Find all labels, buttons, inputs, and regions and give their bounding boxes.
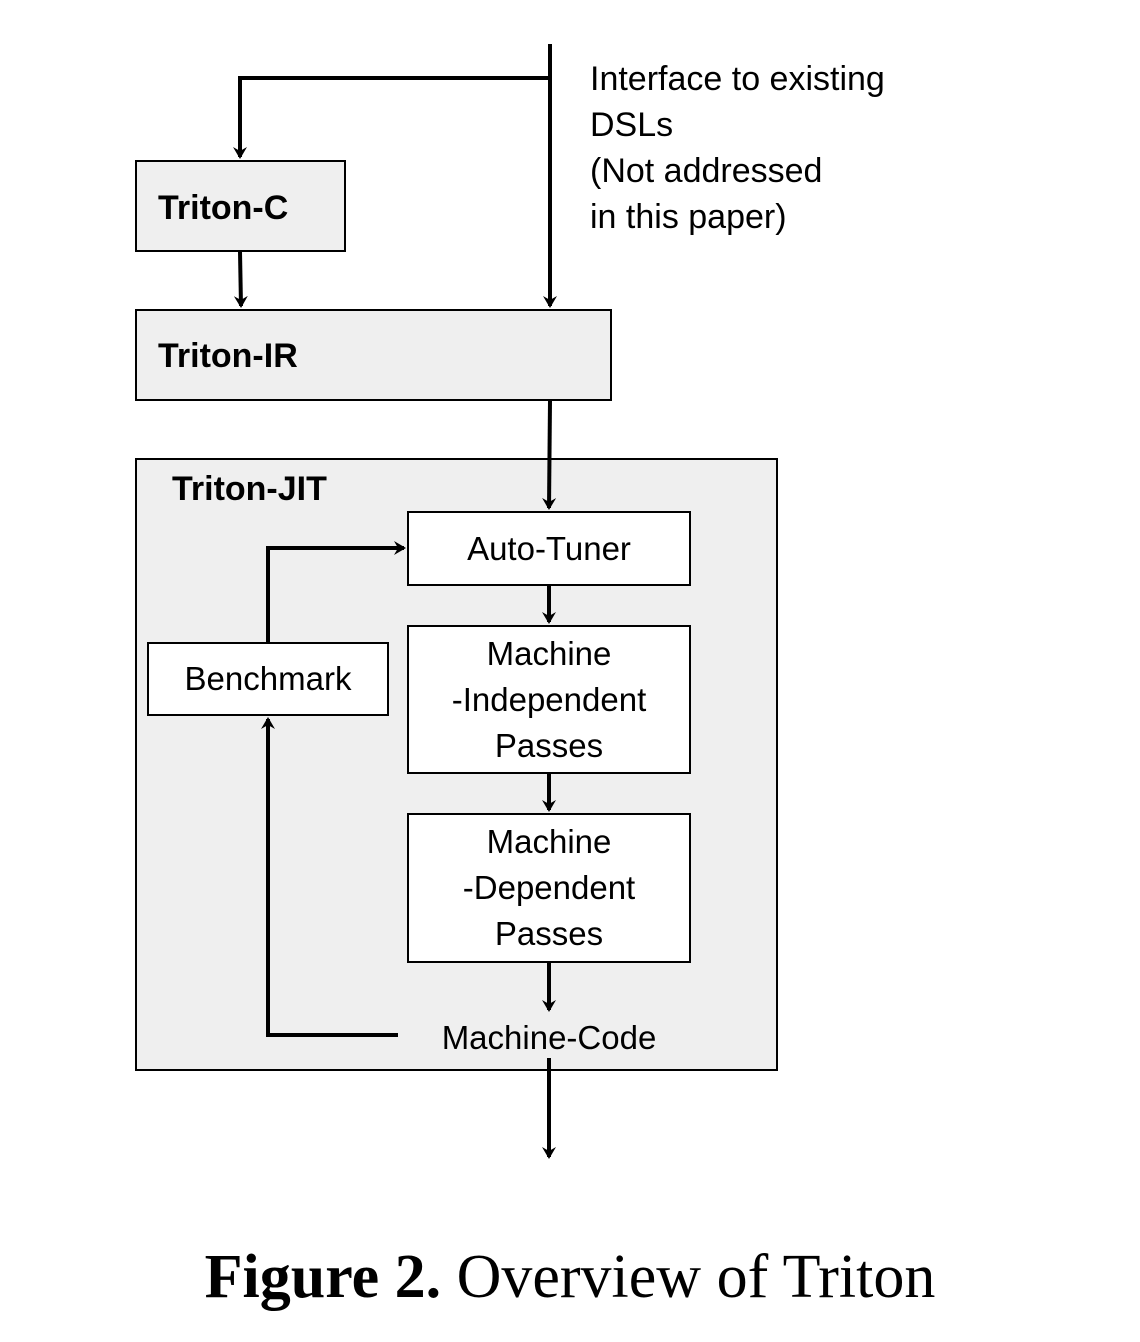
auto-tuner-node <box>407 511 691 586</box>
note-line-2: DSLs <box>590 106 674 144</box>
machine-independent-line-3: Passes <box>494 727 604 764</box>
edge-triton-c-to-triton-ir <box>233 251 248 308</box>
edge-input-to-triton-c <box>233 76 550 159</box>
figure-caption: Figure 2. Overview of Triton <box>0 1240 1140 1314</box>
triton-c-label: Triton-C <box>158 189 289 227</box>
note-line-1: Interface to existing <box>590 60 885 98</box>
triton-jit-label: Triton-JIT <box>172 470 327 508</box>
triton-c-node <box>135 160 346 252</box>
machine-dependent-line-3: Passes <box>494 915 604 952</box>
machine-independent-label: Machine -Independent Passes <box>407 631 691 769</box>
caption-label: Figure 2. <box>204 1243 442 1311</box>
machine-independent-line-2: -Independent <box>451 681 647 718</box>
dsl-interface-note: Interface to existing DSLs (Not addresse… <box>590 56 885 240</box>
note-line-3: (Not addressed <box>590 152 823 190</box>
machine-code-label: Machine-Code <box>441 1019 657 1056</box>
triton-ir-label: Triton-IR <box>158 337 298 375</box>
machine-dependent-label: Machine -Dependent Passes <box>407 819 691 957</box>
auto-tuner-label: Auto-Tuner <box>467 530 631 567</box>
machine-dependent-line-1: Machine <box>486 823 612 860</box>
machine-independent-line-1: Machine <box>486 635 612 672</box>
machine-independent-node <box>407 625 691 774</box>
caption-text: Overview of Triton <box>456 1243 936 1311</box>
machine-dependent-line-2: -Dependent <box>462 869 636 906</box>
machine-dependent-node <box>407 813 691 963</box>
benchmark-node <box>147 642 389 716</box>
benchmark-label: Benchmark <box>184 660 352 697</box>
triton-ir-node <box>135 309 612 401</box>
note-line-4: in this paper) <box>590 198 787 236</box>
